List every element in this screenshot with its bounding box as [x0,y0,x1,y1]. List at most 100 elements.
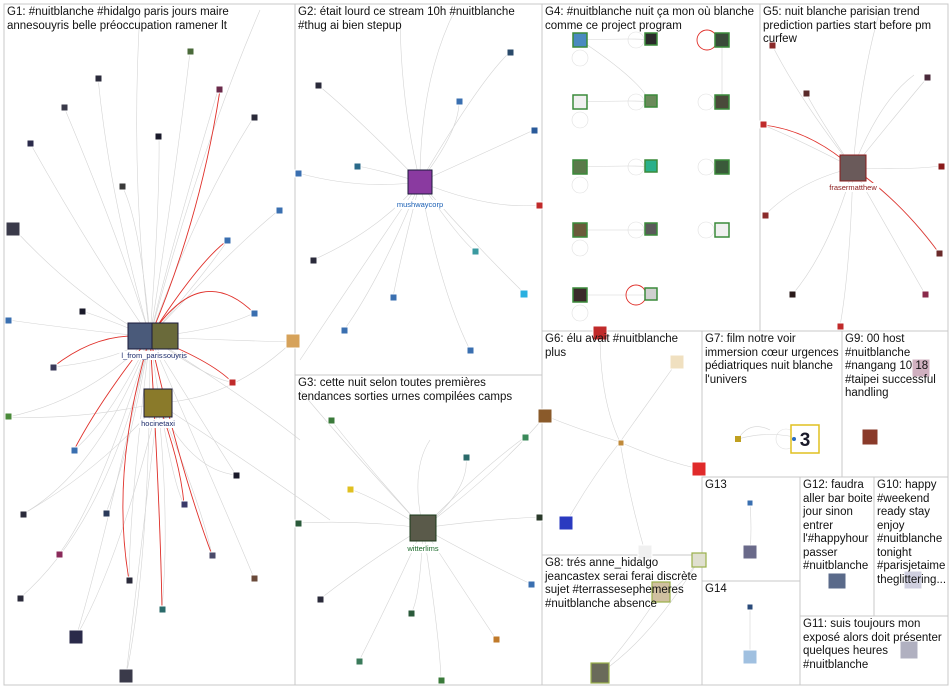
user-node[interactable] [530,126,539,135]
l-from-paris-avatar[interactable] [127,322,155,350]
user-node[interactable] [572,287,588,303]
user-node[interactable] [309,256,318,265]
user-node[interactable] [125,576,134,585]
user-node[interactable] [118,182,127,191]
user-node[interactable] [735,436,741,442]
user-node[interactable] [455,97,464,106]
user-node[interactable] [691,461,707,477]
user-node[interactable] [903,570,923,590]
user-node[interactable] [527,580,536,589]
user-node[interactable] [742,544,758,560]
user-node[interactable] [223,236,232,245]
user-node[interactable] [637,544,653,560]
user-node[interactable] [644,287,658,301]
user-node[interactable] [691,552,707,568]
user-node[interactable] [768,41,777,50]
user-node[interactable] [215,85,224,94]
user-node[interactable] [937,162,946,171]
user-node[interactable] [714,94,730,110]
user-node[interactable] [759,120,768,129]
user-node[interactable] [327,416,336,425]
user-node[interactable] [294,169,303,178]
user-node[interactable] [4,316,13,325]
user-node[interactable] [4,412,13,421]
user-node[interactable] [250,113,259,122]
user-node[interactable] [827,572,847,590]
user-node[interactable] [899,640,919,660]
user-node[interactable] [407,609,416,618]
user-node[interactable] [158,605,167,614]
hocinetaxi-avatar[interactable] [143,388,173,418]
user-node[interactable] [714,222,730,238]
user-node[interactable] [590,662,610,684]
user-node[interactable] [651,581,671,603]
user-node[interactable] [506,48,515,57]
user-node[interactable] [55,550,64,559]
user-node[interactable] [186,47,195,56]
user-node[interactable] [250,574,259,583]
user-node[interactable] [644,94,658,108]
user-node[interactable] [714,32,730,48]
user-node[interactable] [285,333,301,349]
user-node[interactable] [572,159,588,175]
user-node[interactable] [437,676,446,685]
user-node[interactable] [68,629,84,645]
user-node[interactable] [861,428,879,446]
user-node[interactable] [102,509,111,518]
user-node[interactable] [346,485,355,494]
frasermatthew-avatar[interactable] [839,154,867,182]
user-node[interactable] [232,471,241,480]
user-node[interactable] [26,139,35,148]
user-node[interactable] [78,307,87,316]
user-node[interactable] [572,222,588,238]
user-node[interactable] [340,326,349,335]
node-label-mushwaycorp[interactable]: mushwaycorp [394,200,446,209]
user-node[interactable] [118,668,134,684]
user-node[interactable] [714,159,730,175]
user-node[interactable] [49,363,58,372]
user-node[interactable] [462,453,471,462]
user-node[interactable] [911,358,931,378]
node-label-hocinetaxi[interactable]: hocinetaxi [139,419,177,428]
user-node[interactable] [746,603,754,611]
user-node[interactable] [70,446,79,455]
user-node[interactable] [644,32,658,46]
user-node[interactable] [802,89,811,98]
user-node[interactable] [669,354,685,370]
user-node[interactable] [761,211,770,220]
user-node[interactable] [521,433,530,442]
user-node[interactable] [644,159,658,173]
user-node[interactable] [935,249,944,258]
user-node[interactable] [617,439,625,447]
user-node[interactable] [492,635,501,644]
annesouyris-avatar[interactable] [151,322,179,350]
user-node[interactable] [250,309,259,318]
user-node[interactable] [275,206,284,215]
user-node[interactable] [5,221,21,237]
user-node[interactable] [316,595,325,604]
user-node[interactable] [180,500,189,509]
node-label-l-from-paris[interactable]: l_from_paris [119,351,165,360]
user-node[interactable] [558,515,574,531]
user-node[interactable] [921,290,930,299]
user-node[interactable] [644,222,658,236]
user-node[interactable] [746,499,754,507]
user-node[interactable] [355,657,364,666]
user-node[interactable] [208,551,217,560]
user-node[interactable] [537,408,553,424]
user-node[interactable] [228,378,237,387]
node-label-annesouyris[interactable]: souyris [163,351,187,360]
user-node[interactable] [788,290,797,299]
user-node[interactable] [535,513,544,522]
user-node[interactable] [294,519,303,528]
user-node[interactable] [19,510,28,519]
user-node[interactable] [314,81,323,90]
witterlims-avatar[interactable] [409,514,437,542]
user-node[interactable] [923,73,932,82]
user-node[interactable] [471,247,480,256]
node-label-witterlims[interactable]: witterlims [405,544,441,553]
user-node[interactable] [353,162,362,171]
user-node[interactable] [535,201,544,210]
user-node[interactable] [60,103,69,112]
mushwaycorp-avatar[interactable] [407,169,433,195]
